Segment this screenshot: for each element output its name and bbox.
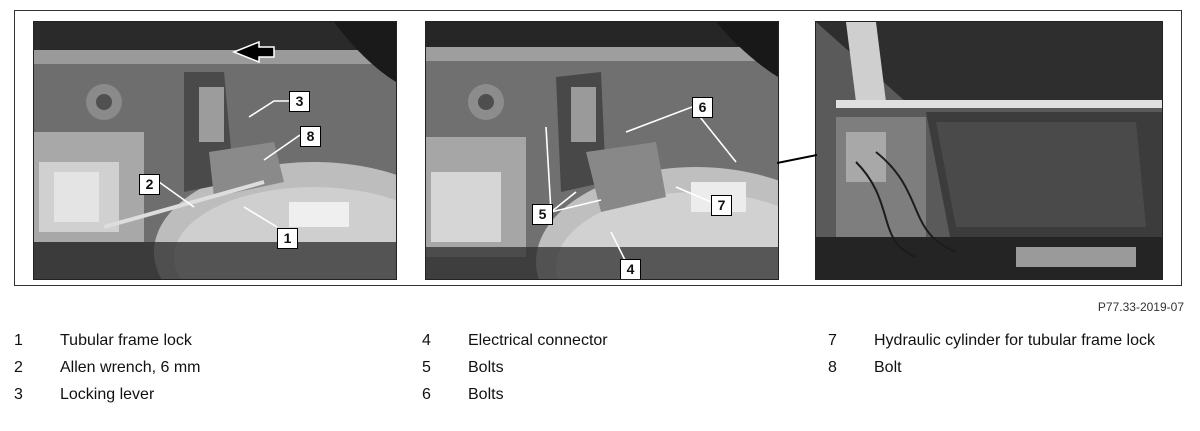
legend-text: Bolts: [468, 386, 504, 403]
callout-1: 1: [277, 228, 298, 249]
legend-number: 6: [422, 386, 431, 403]
legend-text: Hydraulic cylinder for tubular frame loc…: [874, 332, 1155, 349]
legend-text: Bolt: [874, 359, 902, 376]
legend-item: 7 Hydraulic cylinder for tubular frame l…: [828, 330, 1178, 351]
photo-tubular-frame-lock: 3 8 2 1: [33, 21, 397, 280]
photo-bolts-connector: 6 5 7 4: [425, 21, 779, 280]
legend-item: 8 Bolt: [828, 357, 1178, 378]
callout-2: 2: [139, 174, 160, 195]
legend-item: 5 Bolts: [422, 357, 772, 378]
legend-number: 2: [14, 359, 23, 376]
legend-item: 4 Electrical connector: [422, 330, 772, 351]
callout-4: 4: [620, 259, 641, 279]
legend-number: 5: [422, 359, 431, 376]
legend-item: 6 Bolts: [422, 384, 772, 405]
connector-line: [777, 154, 817, 164]
legend-number: 1: [14, 332, 23, 349]
legend-column-3: 7 Hydraulic cylinder for tubular frame l…: [828, 330, 1178, 384]
photo-1-image: [34, 22, 396, 279]
callout-5: 5: [532, 204, 553, 225]
legend-text: Electrical connector: [468, 332, 608, 349]
callout-7: 7: [711, 195, 732, 216]
photo-trunk-overview: [815, 21, 1163, 280]
legend-item: 2 Allen wrench, 6 mm: [14, 357, 364, 378]
photo-2-image: [426, 22, 778, 279]
legend-item: 1 Tubular frame lock: [14, 330, 364, 351]
legend-number: 7: [828, 332, 837, 349]
legend-column-2: 4 Electrical connector 5 Bolts 6 Bolts: [422, 330, 772, 411]
legend-text: Locking lever: [60, 386, 155, 403]
figure-frame: 3 8 2 1 6: [14, 10, 1182, 286]
legend-text: Allen wrench, 6 mm: [60, 359, 201, 376]
photo-3-image: [816, 22, 1162, 279]
legend-text: Bolts: [468, 359, 504, 376]
legend-number: 3: [14, 386, 23, 403]
callout-3: 3: [289, 91, 310, 112]
legend-text: Tubular frame lock: [60, 332, 192, 349]
callout-6: 6: [692, 97, 713, 118]
legend-number: 4: [422, 332, 431, 349]
legend-item: 3 Locking lever: [14, 384, 364, 405]
figure-reference-code: P77.33-2019-07: [1097, 300, 1184, 314]
callout-8: 8: [300, 126, 321, 147]
legend-number: 8: [828, 359, 837, 376]
legend-column-1: 1 Tubular frame lock 2 Allen wrench, 6 m…: [14, 330, 364, 411]
